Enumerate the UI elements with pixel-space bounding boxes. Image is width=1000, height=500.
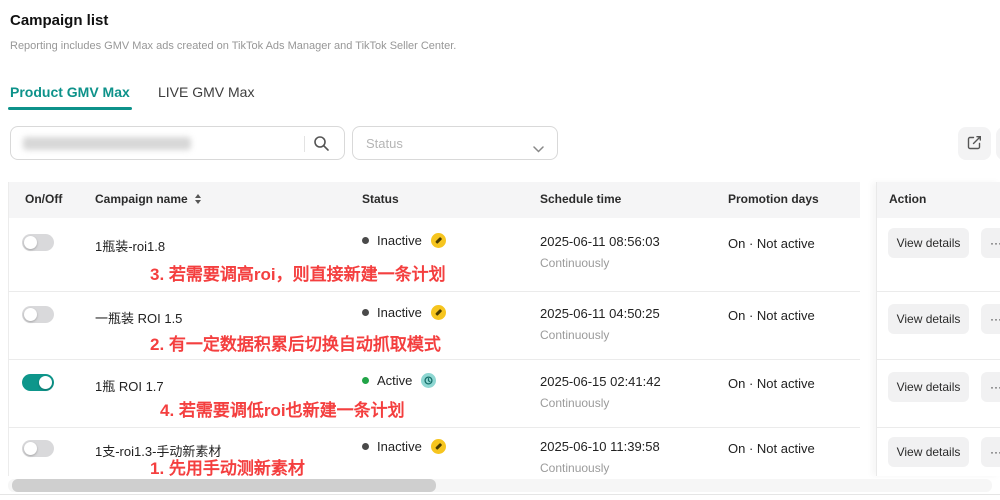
schedule-mode: Continuously — [540, 328, 610, 342]
export-button[interactable] — [958, 127, 991, 160]
tab-live-gmv-max[interactable]: LIVE GMV Max — [158, 84, 255, 100]
column-on-off: On/Off — [25, 192, 63, 206]
status-label: Inactive — [377, 305, 422, 320]
promotion-days: On · Not active — [728, 308, 815, 323]
status-dot — [362, 309, 369, 316]
schedule-mode: Continuously — [540, 461, 610, 475]
partial-toolbar-button[interactable] — [996, 127, 1000, 160]
campaign-name[interactable]: 1支-roi1.3-手动新素材 — [95, 444, 222, 459]
view-details-button[interactable]: View details — [888, 437, 969, 467]
campaign-toggle[interactable] — [22, 234, 54, 251]
search-icon[interactable] — [313, 135, 330, 157]
tab-product-gmv-max[interactable]: Product GMV Max — [10, 84, 130, 100]
search-value-redacted — [23, 137, 191, 150]
column-status: Status — [362, 192, 399, 206]
campaign-toggle[interactable] — [22, 306, 54, 323]
status-dot — [362, 237, 369, 244]
clock-teal-icon — [421, 373, 437, 388]
action-column-header: Action — [877, 182, 1000, 218]
campaign-name[interactable]: 一瓶装 ROI 1.5 — [95, 311, 183, 326]
horizontal-scrollbar-track[interactable] — [8, 479, 992, 492]
more-actions-button[interactable]: ··· — [981, 372, 1000, 402]
annotation-note: 4. 若需要调低roi也新建一条计划 — [160, 401, 405, 420]
column-promotion-days: Promotion days — [728, 192, 819, 206]
row-separator — [877, 291, 1000, 292]
row-separator — [8, 359, 860, 360]
edit-export-icon — [967, 135, 982, 153]
status-filter-placeholder: Status — [366, 136, 403, 151]
column-campaign-name[interactable]: Campaign name — [95, 192, 201, 206]
schedule-time: 2025-06-11 08:56:03 — [540, 234, 660, 249]
campaign-name[interactable]: 1瓶 ROI 1.7 — [95, 379, 164, 394]
search-input[interactable] — [10, 126, 345, 160]
status-label: Active — [377, 373, 413, 388]
row-separator — [877, 427, 1000, 428]
campaign-toggle[interactable] — [22, 440, 54, 457]
table-left-border — [8, 182, 9, 476]
promotion-days: On · Not active — [728, 441, 815, 456]
page-title: Campaign list — [10, 12, 109, 29]
manual-yellow-icon — [430, 233, 446, 248]
action-column: Action View details ··· View details ···… — [876, 182, 1000, 476]
status-filter-select[interactable]: Status — [352, 126, 558, 160]
schedule-time: 2025-06-11 04:50:25 — [540, 306, 660, 321]
sort-icon[interactable] — [194, 194, 201, 204]
table-row: 1支-roi1.3-手动新素材 Inactive 2025-06-10 11:3… — [8, 428, 860, 478]
status-cell: Inactive — [362, 439, 446, 454]
toggle-knob — [39, 376, 52, 389]
more-actions-button[interactable]: ··· — [981, 437, 1000, 467]
column-campaign-name-label: Campaign name — [95, 192, 188, 206]
table-row: 1瓶装-roi1.8 Inactive 2025-06-11 08:56:03 … — [8, 218, 860, 292]
page-subtitle: Reporting includes GMV Max ads created o… — [10, 40, 457, 52]
toggle-knob — [24, 308, 37, 321]
toggle-knob — [24, 442, 37, 455]
toggle-knob — [24, 236, 37, 249]
chevron-down-icon — [533, 140, 544, 158]
more-actions-button[interactable]: ··· — [981, 228, 1000, 258]
table-row: 1瓶 ROI 1.7 Active 2025-06-15 02:41:42 Co… — [8, 360, 860, 428]
view-details-button[interactable]: View details — [888, 304, 969, 334]
row-separator — [8, 427, 860, 428]
manual-yellow-icon — [430, 305, 446, 320]
annotation-note: 3. 若需要调高roi，则直接新建一条计划 — [150, 265, 446, 284]
campaign-toggle[interactable] — [22, 374, 54, 391]
status-cell: Active — [362, 373, 437, 388]
annotation-note: 1. 先用手动测新素材 — [150, 459, 305, 478]
status-label: Inactive — [377, 439, 422, 454]
row-separator — [8, 291, 860, 292]
horizontal-scrollbar-thumb[interactable] — [12, 479, 436, 492]
schedule-time: 2025-06-15 02:41:42 — [540, 374, 661, 389]
table-row: 一瓶装 ROI 1.5 Inactive 2025-06-11 04:50:25… — [8, 292, 860, 360]
status-label: Inactive — [377, 233, 422, 248]
schedule-mode: Continuously — [540, 256, 610, 270]
column-action: Action — [889, 192, 927, 206]
campaign-name[interactable]: 1瓶装-roi1.8 — [95, 239, 166, 254]
status-cell: Inactive — [362, 305, 446, 320]
more-actions-button[interactable]: ··· — [981, 304, 1000, 334]
status-dot — [362, 377, 369, 384]
promotion-days: On · Not active — [728, 376, 815, 391]
search-divider — [304, 136, 305, 152]
table-header: On/Off Campaign name Status Schedule tim… — [8, 182, 860, 218]
row-separator — [877, 359, 1000, 360]
status-dot — [362, 443, 369, 450]
status-cell: Inactive — [362, 233, 446, 248]
manual-yellow-icon — [430, 439, 446, 454]
view-details-button[interactable]: View details — [888, 372, 969, 402]
view-details-button[interactable]: View details — [888, 228, 969, 258]
promotion-days: On · Not active — [728, 236, 815, 251]
annotation-note: 2. 有一定数据积累后切换自动抓取模式 — [150, 335, 441, 354]
active-tab-underline — [8, 107, 132, 110]
bottom-border — [0, 494, 1000, 495]
schedule-mode: Continuously — [540, 396, 610, 410]
column-schedule-time: Schedule time — [540, 192, 622, 206]
schedule-time: 2025-06-10 11:39:58 — [540, 439, 660, 454]
